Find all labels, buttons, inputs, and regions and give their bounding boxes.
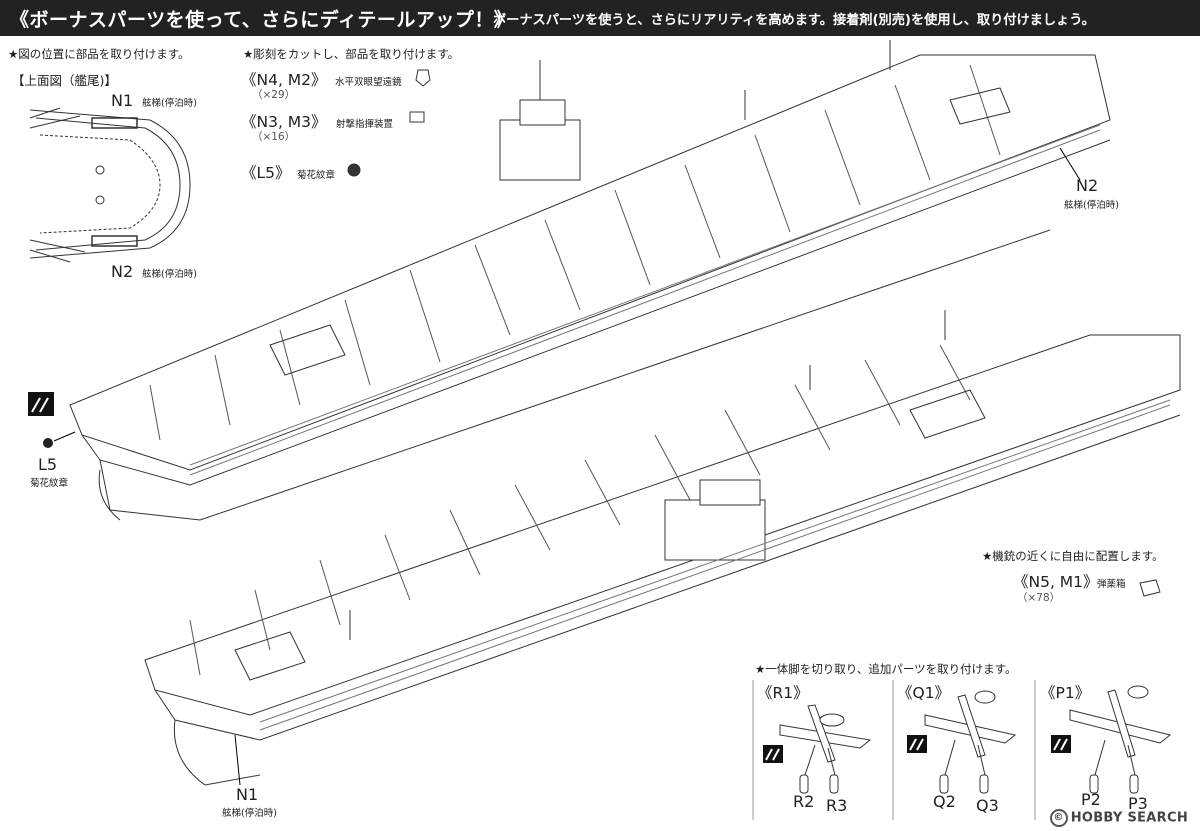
ammo-box-icon: [1139, 579, 1161, 597]
ammo-note: ★機銃の近くに自由に配置します。: [982, 549, 1164, 563]
part-n3-m3-count: （×16）: [252, 131, 296, 143]
watermark-mark: ©: [1049, 809, 1068, 827]
carrier-lower-drawing: [144, 310, 1181, 786]
watermark-text: HOBBY SEARCH: [1070, 810, 1188, 826]
ship-top-n2-desc: 舷梯(停泊時): [1064, 200, 1119, 211]
ammo-name: 弾薬箱: [1097, 579, 1126, 590]
aircraft-q1-drawing: [924, 690, 1017, 794]
ship-top-l5-desc: 菊花紋章: [30, 478, 69, 489]
aircraft-p1-drawing: [1069, 685, 1172, 794]
aircraft-r1-drawing: [779, 704, 872, 794]
part-n4-m2-count: （×29）: [252, 89, 296, 101]
aircraft-q1-code: 《Q1》: [897, 684, 951, 702]
engrave-note: ★彫刻をカットし、部品を取り付けます。: [243, 47, 460, 61]
stern-view-title: 【上面図（艦尾)】: [12, 73, 117, 88]
ammo-code: 《N5, M1》: [1013, 573, 1099, 591]
aircraft-p1-code: 《P1》: [1040, 684, 1091, 702]
stern-top-view-drawing: [29, 107, 191, 263]
ship-bottom-n1-desc: 舷梯(停泊時): [222, 808, 277, 819]
page-title: 《ボーナスパーツを使って、さらにディテールアップ！》: [10, 9, 514, 31]
position-note: ★図の位置に部品を取り付けます。: [8, 47, 190, 61]
part-n3-m3-code: 《N3, M3》: [241, 113, 327, 131]
ammo-count: （×78）: [1017, 592, 1061, 604]
part-l5-name: 菊花紋章: [297, 170, 336, 181]
aircraft-r2-label: R2: [793, 792, 815, 811]
part-n4-m2-name: 水平双眼望遠鏡: [335, 77, 402, 88]
n2-desc-label: 舷梯(停泊時): [142, 269, 197, 280]
aircraft-r1-code: 《R1》: [757, 684, 809, 702]
n1-code-label: N1: [111, 91, 134, 110]
ship-top-n2-code: N2: [1076, 176, 1099, 195]
part-n4-m2-code: 《N4, M2》: [241, 71, 327, 89]
aircraft-q3-label: Q3: [976, 796, 999, 815]
n2-code-label: N2: [111, 262, 134, 281]
aircraft-note: ★一体脚を切り取り、追加パーツを取り付けます。: [755, 662, 1017, 676]
page-subtitle: ボーナスパーツを使うと、さらにリアリティを高めます。接着剤(別売)を使用し、取り…: [493, 13, 1095, 28]
aircraft-p2-label: P2: [1081, 790, 1101, 809]
carrier-upper-drawing: [69, 40, 1111, 521]
ship-bottom-n1-code: N1: [236, 785, 259, 804]
chrysanthemum-crest-icon: [347, 163, 361, 177]
header-bar: 《ボーナスパーツを使って、さらにディテールアップ！》 ボーナスパーツを使うと、さ…: [0, 0, 1200, 36]
part-n3-m3-name: 射撃指揮装置: [336, 119, 394, 130]
aircraft-q2-label: Q2: [933, 792, 956, 811]
fire-director-icon: [409, 111, 425, 123]
part-l5-code: 《L5》: [241, 164, 291, 182]
watermark: ©HOBBY SEARCH: [1049, 809, 1188, 827]
aircraft-p3-label: P3: [1128, 794, 1148, 813]
ship-top-l5-code: L5: [38, 455, 58, 474]
aircraft-r3-label: R3: [826, 796, 848, 815]
binocular-icon: [415, 69, 431, 87]
n1-desc-label: 舷梯(停泊時): [142, 98, 197, 109]
